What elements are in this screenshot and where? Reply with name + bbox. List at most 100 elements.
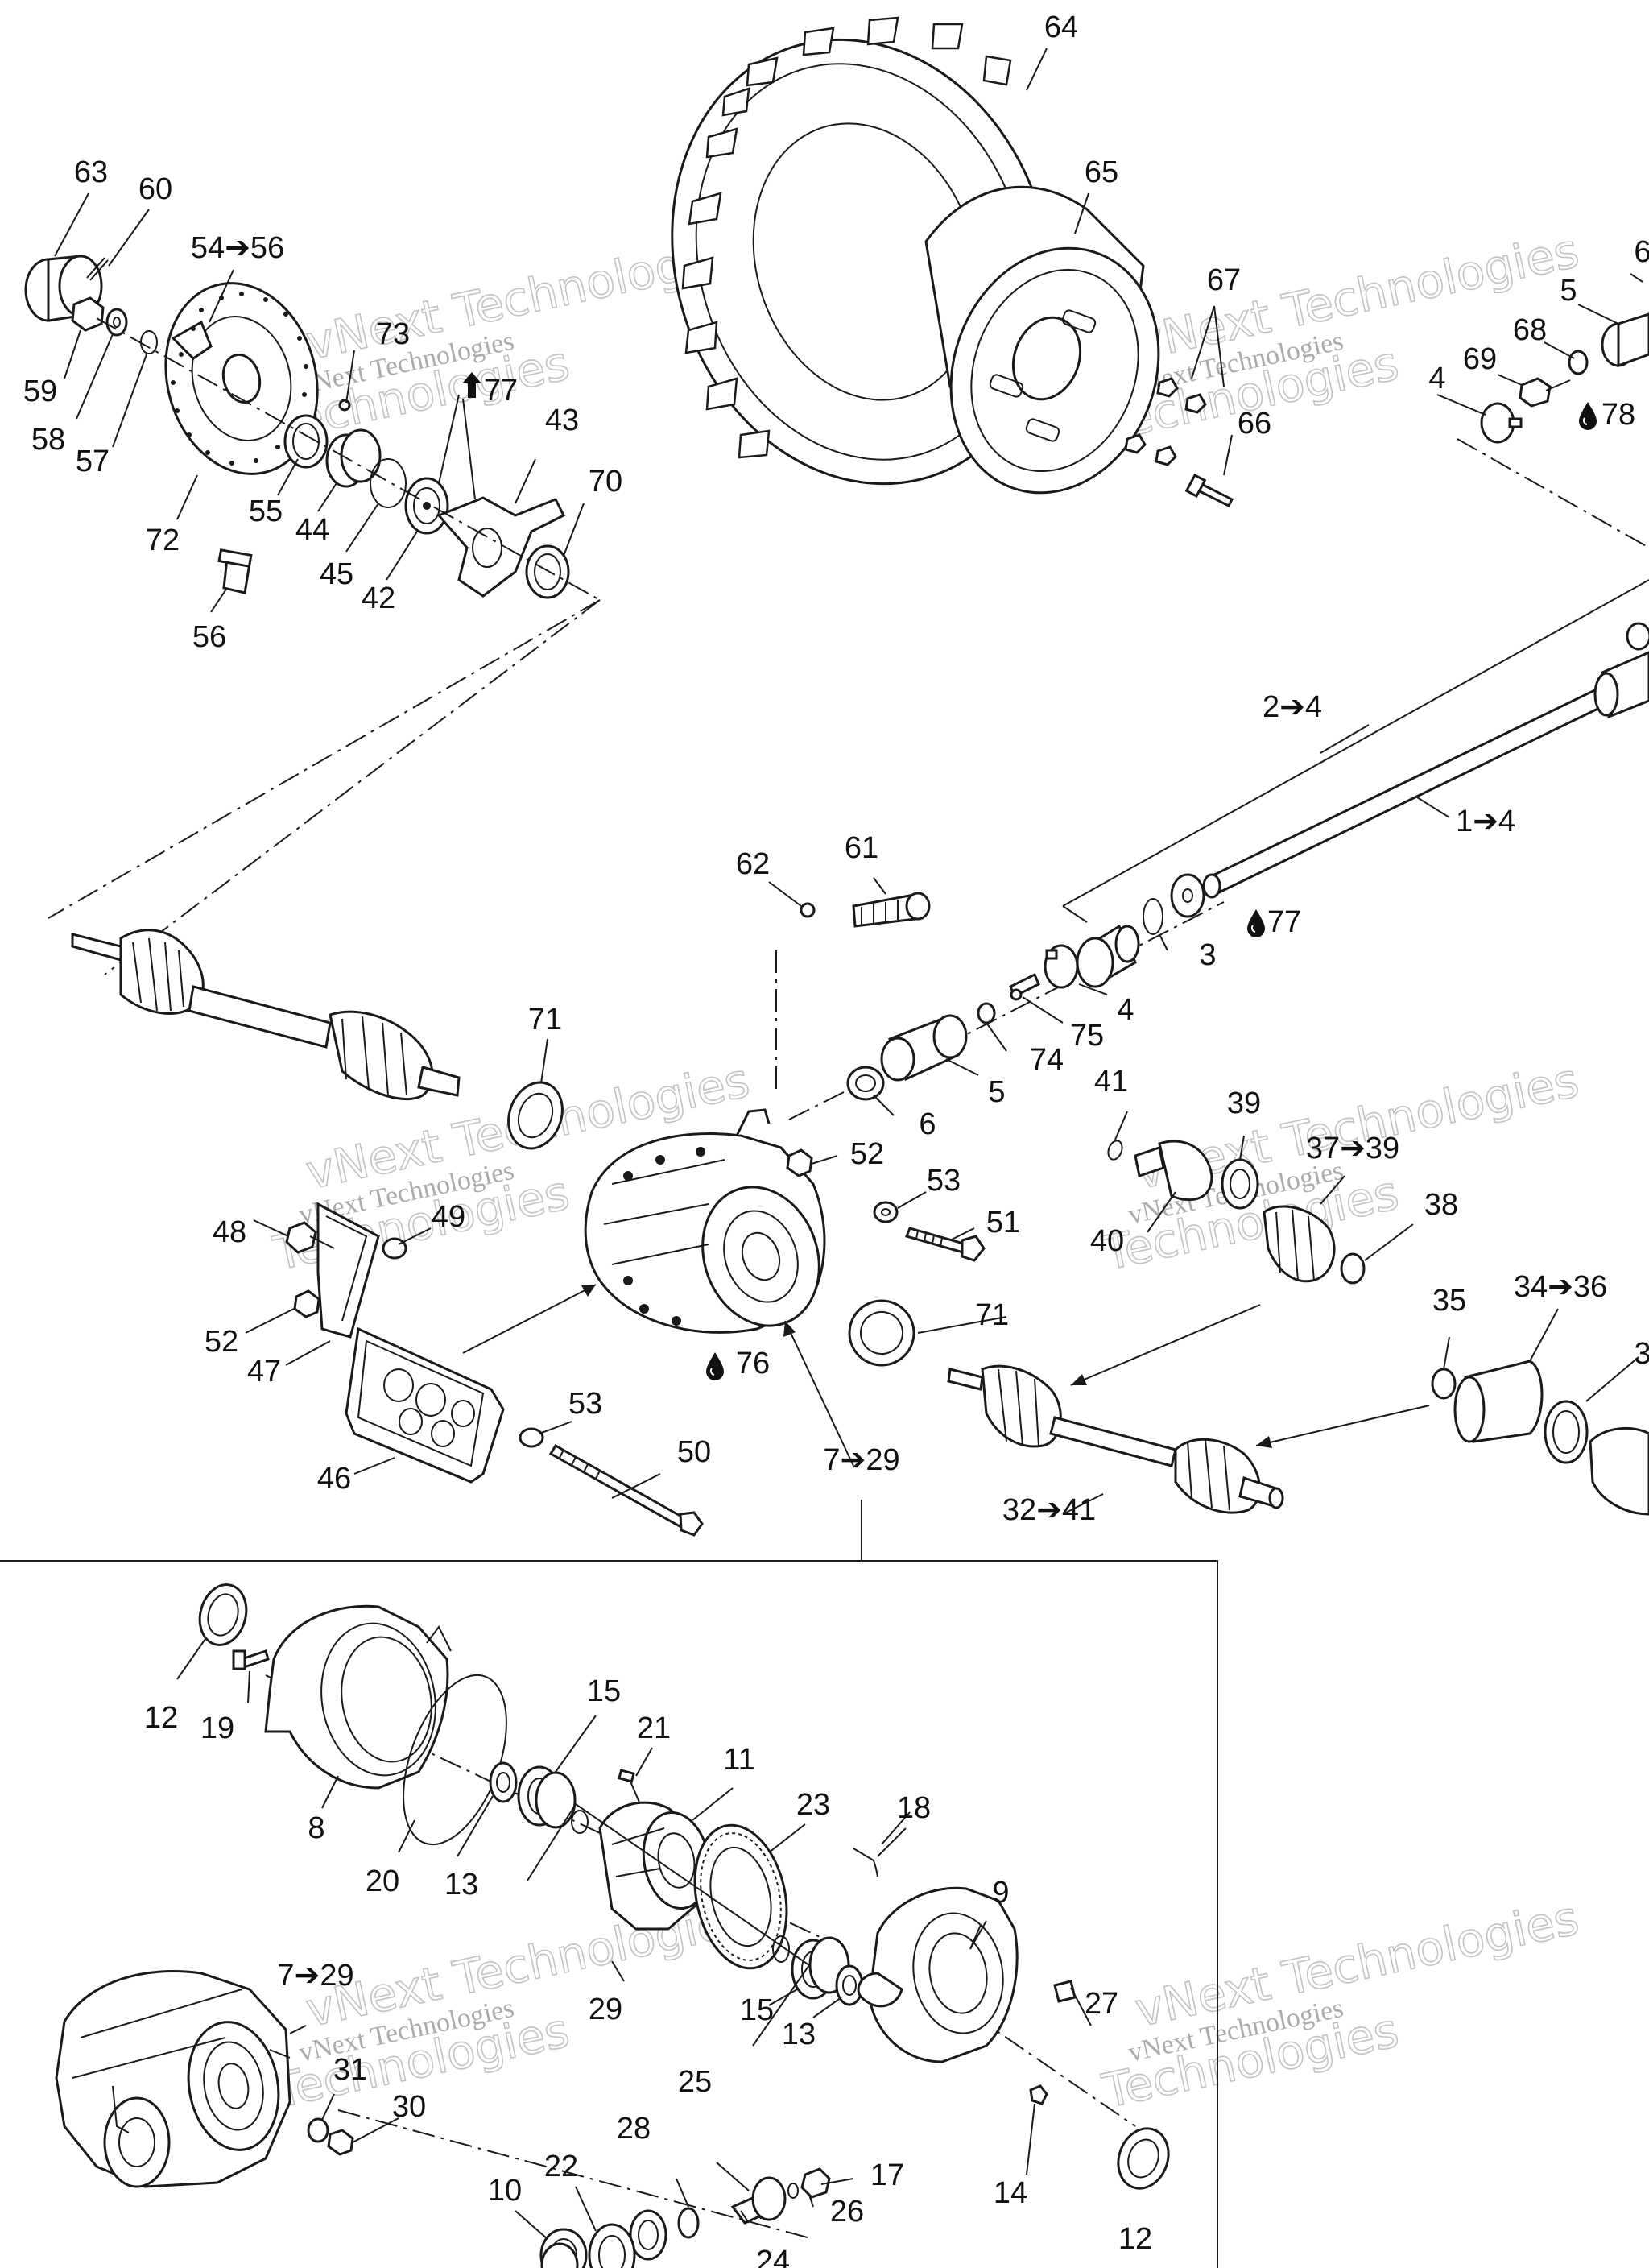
long-bolt [548,1443,704,1537]
part-label: 78 [1601,398,1635,432]
washer [677,2207,700,2239]
part-label: 71 [975,1298,1009,1332]
mounting-bolt [904,1227,986,1262]
oil-seal [848,1299,915,1367]
bearing-seal [283,414,329,469]
hub-screw [338,399,351,412]
part-label: 41 [1094,1065,1128,1099]
housing-bolt [618,1769,641,1805]
part-label: 59 [23,375,57,408]
part-label: 3 [1199,938,1216,972]
part-label: 70 [589,465,622,499]
part-label: 71 [528,1003,562,1037]
part-label: 49 [432,1200,465,1234]
part-label: 52 [205,1325,238,1359]
part-label: 47 [247,1355,281,1389]
castle-nut [71,296,105,332]
part-label: 24 [756,2245,790,2268]
part-label: 54➔56 [191,231,284,265]
part-label: 55 [249,495,283,528]
part-label: 19 [200,1711,234,1745]
part-label: 20 [366,1864,399,1898]
cotter-pin [86,257,109,281]
part-label: 22 [544,2150,578,2183]
part-label: 7➔29 [823,1443,899,1477]
detail-box [0,1500,1218,2268]
skid-plate [345,1326,505,1484]
rim [924,185,1160,495]
propeller-shaft [1202,622,1649,899]
assembled-differential [55,1970,291,2188]
part-label: 48 [213,1215,246,1249]
part-label: 75 [1070,1019,1104,1053]
part-label: 40 [1090,1224,1124,1258]
hose-clip [800,902,816,918]
drive-shaft-left [71,929,461,1101]
outer-cv-parts [1431,1360,1649,1516]
part-label: 73 [376,317,410,351]
part-label: 9 [992,1876,1009,1910]
vent-tube [853,1848,878,1877]
housing-screw [232,1649,270,1670]
part-label: 15 [740,1993,774,2027]
pinion-gear [730,2176,787,2225]
breather-cap [852,892,931,928]
part-label: 1➔4 [1456,805,1515,838]
hub-axis [96,317,601,601]
part-label: 53 [568,1387,602,1421]
part-label: 12 [144,1701,178,1735]
part-label: 17 [870,2158,904,2192]
assembly-arrow [462,1284,1430,1467]
shaft-bracket-line [1062,579,1649,907]
part-label: 60 [138,172,172,206]
part-label: 74 [1030,1043,1064,1077]
part-label: 65 [1085,155,1118,189]
part-label: 52 [850,1137,884,1171]
wheel-bearing [404,477,449,535]
roller-bearing [517,1765,577,1829]
oil-seal [1117,2127,1170,2190]
washer [105,308,128,337]
part-label: 39 [1227,1086,1261,1120]
washer [977,1002,996,1024]
washer [307,2117,329,2143]
drain-plug [1053,1980,1077,2003]
washer [519,1427,544,1448]
part-label: 77 [1267,905,1301,939]
snap-ring [787,2183,799,2199]
pinion-nut [800,2167,831,2199]
retaining-ring [1143,898,1163,935]
part-label: 53 [927,1164,961,1198]
coupling-sleeve [880,1014,968,1082]
shaft-coupler [1170,873,1205,918]
part-label: 56 [192,620,226,654]
part-label: 57 [76,445,110,478]
part-label: 68 [1513,313,1547,347]
shaft-bracket-line [1062,905,1088,923]
part-label: 66 [1238,407,1271,441]
part-label: 45 [320,557,353,591]
part-label: 3 [1634,1337,1649,1371]
part-label: 2➔4 [1263,690,1322,724]
differential-housing [584,1108,826,1334]
bearing-seal [489,1761,518,1803]
part-label: 15 [587,1674,621,1708]
part-label: 64 [1044,10,1078,44]
part-label: 77 [484,374,518,408]
part-label: 27 [1085,1987,1118,2021]
part-label: 32➔41 [1002,1493,1096,1527]
part-label: 28 [617,2112,651,2146]
part-label: 10 [488,2174,522,2208]
part-label: 14 [994,2176,1027,2210]
flange-bolt [1519,377,1571,408]
part-label: 34➔36 [1514,1270,1607,1304]
part-label: 6 [1634,235,1649,269]
bearing-spacer [325,428,382,488]
small-screw [1029,2084,1048,2105]
gearbox-housing [857,1886,1019,2063]
part-label: 13 [444,1868,478,1902]
boot-sleeve [1601,312,1649,368]
part-label: 30 [392,2090,426,2124]
